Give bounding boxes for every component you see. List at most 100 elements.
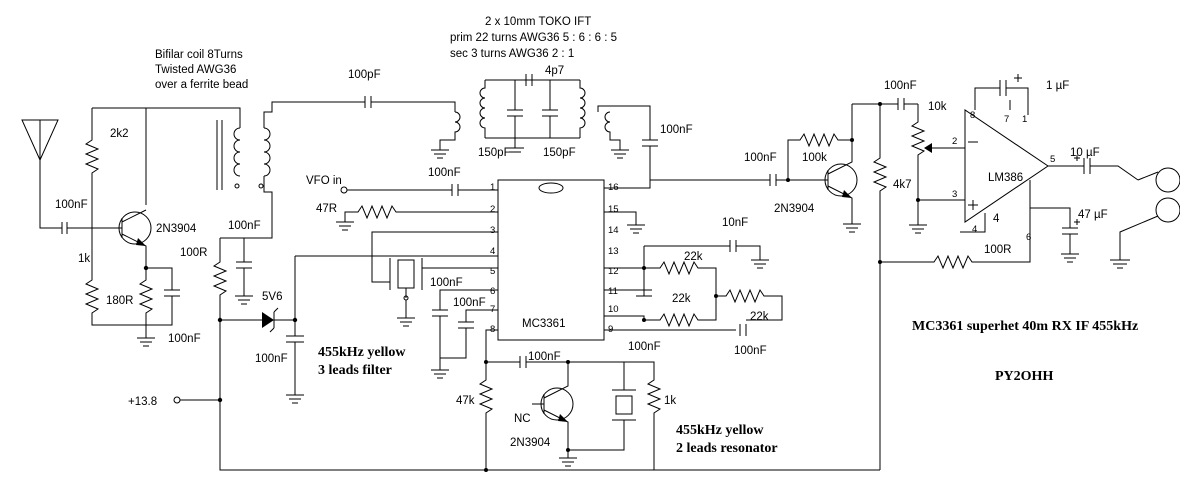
lm-pin-4: 4	[972, 224, 977, 235]
lm-pin-8: 8	[970, 110, 975, 121]
resistor-100k	[787, 132, 852, 180]
label-22k-b: 22k	[672, 293, 691, 305]
capacitor-vfo	[347, 184, 498, 196]
capacitor-100pf	[364, 96, 456, 112]
capacitor-1uf	[974, 74, 1029, 100]
capacitor-zener	[286, 255, 498, 404]
capacitor-47uf	[1030, 207, 1080, 263]
pin-6: 6	[490, 286, 495, 297]
bifilar-transformer	[146, 101, 365, 239]
resistor-180r	[138, 267, 180, 326]
capacitor-out	[1070, 155, 1139, 181]
lm-pin-3: 3	[952, 189, 957, 200]
label-c-47u: 47 µF	[1078, 209, 1108, 221]
bifilar-line-2: Twisted AWG36	[155, 64, 236, 76]
pin-2: 2	[490, 204, 495, 215]
amplifier-lm386	[945, 100, 1070, 233]
ift-line-3: sec 3 turns AWG36 2 : 1	[450, 48, 574, 60]
pin-1: 1	[490, 182, 495, 193]
resistor-4k7	[872, 104, 888, 262]
label-100r: 100R	[180, 247, 208, 259]
ceramic-resonator	[612, 389, 636, 421]
label-supply: +13.8	[128, 396, 157, 408]
resonator-line-1: 455kHz yellow	[676, 423, 764, 438]
label-47k: 47k	[456, 395, 475, 407]
ift-2	[597, 105, 658, 189]
lm-pin-4-label: 4	[993, 213, 1000, 225]
label-c-lm-in: 100nF	[884, 80, 917, 92]
label-100r-b: 100R	[984, 244, 1012, 256]
pin-13: 13	[608, 246, 619, 257]
ift-1	[431, 74, 586, 159]
resistor-47r	[336, 204, 498, 231]
pin-5: 5	[490, 266, 495, 277]
zener-5v6	[250, 307, 295, 333]
diagram-title: MC3361 superhet 40m RX IF 455kHz	[912, 319, 1138, 334]
ceramic-filter	[389, 258, 498, 327]
potentiometer-10k	[909, 104, 945, 234]
resistor-47k	[478, 362, 494, 470]
capacitor-pin6	[431, 289, 498, 379]
transistor-q2	[820, 104, 861, 233]
lm-pin-6: 6	[1026, 232, 1031, 243]
label-22k-a: 22k	[684, 251, 703, 263]
label-c-ift2: 100nF	[660, 124, 693, 136]
antenna	[21, 119, 62, 229]
label-c-out: 10 µF	[1070, 147, 1100, 159]
resistor-1k-bias	[84, 228, 146, 326]
label-vfo: VFO in	[306, 175, 342, 187]
pin-3: 3	[490, 225, 495, 236]
capacitor-lm-in	[852, 98, 918, 110]
ift-line-2: prim 22 turns AWG36 5 : 6 : 6 : 5	[450, 32, 617, 44]
resistor-100r-supply	[880, 232, 1031, 270]
label-c-e: 100nF	[168, 333, 201, 345]
label-c-p9: 100nF	[628, 341, 661, 353]
label-q2: 2N3904	[774, 203, 815, 215]
label-c-4p7: 4p7	[545, 65, 564, 77]
transistor-q3	[532, 362, 574, 450]
pin-4: 4	[490, 246, 495, 257]
label-ic: MC3361	[522, 318, 565, 330]
label-1k-b: 1k	[664, 395, 676, 407]
capacitor-osc	[486, 356, 569, 382]
resonator-line-2: 2 leads resonator	[676, 441, 778, 456]
pin-15: 15	[608, 204, 619, 215]
label-c-p6: 100nF	[430, 277, 463, 289]
label-2k2: 2k2	[110, 128, 129, 140]
pin-12: 12	[608, 266, 619, 277]
label-lm386: LM386	[988, 172, 1023, 184]
bifilar-line-3: over a ferrite bead	[155, 79, 248, 91]
label-c-ant: 100nF	[55, 199, 88, 211]
pin-14: 14	[608, 225, 619, 236]
label-c-100p: 100pF	[348, 69, 381, 81]
lm-pin-5: 5	[1050, 154, 1055, 165]
lm-pin-2: 2	[952, 136, 957, 147]
ic-mc3361	[497, 179, 605, 341]
label-zener: 5V6	[262, 291, 282, 303]
label-c-zen: 100nF	[255, 353, 288, 365]
label-q3: 2N3904	[510, 437, 551, 449]
ground-q1	[137, 325, 155, 347]
lm-pin-7: 7	[1004, 114, 1009, 125]
label-c-bias: 100nF	[228, 220, 261, 232]
headphones	[1110, 167, 1180, 269]
label-c-1u: 1 µF	[1046, 80, 1069, 92]
filter-line-1: 455kHz yellow	[318, 345, 406, 360]
label-c-vfo: 100nF	[428, 167, 461, 179]
label-22k-c: 22k	[750, 311, 769, 323]
label-c-p7: 100nF	[453, 297, 486, 309]
label-c-p9b: 100nF	[734, 345, 767, 357]
label-q1: 2N3904	[156, 223, 197, 235]
bifilar-line-1: Bifilar coil 8Turns	[155, 49, 243, 61]
capacitor-amp-in	[649, 174, 820, 188]
label-47r: 47R	[316, 203, 337, 215]
lm-pin-1: 1	[1022, 114, 1027, 125]
resistor-100r	[212, 237, 244, 320]
label-c-150p-a: 150pF	[478, 147, 511, 159]
label-100k: 100k	[802, 152, 827, 164]
capacitor-pin7	[440, 309, 498, 359]
label-nc: NC	[514, 413, 531, 425]
label-1k-a: 1k	[78, 253, 90, 265]
diagram-author: PY2OHH	[995, 369, 1053, 384]
